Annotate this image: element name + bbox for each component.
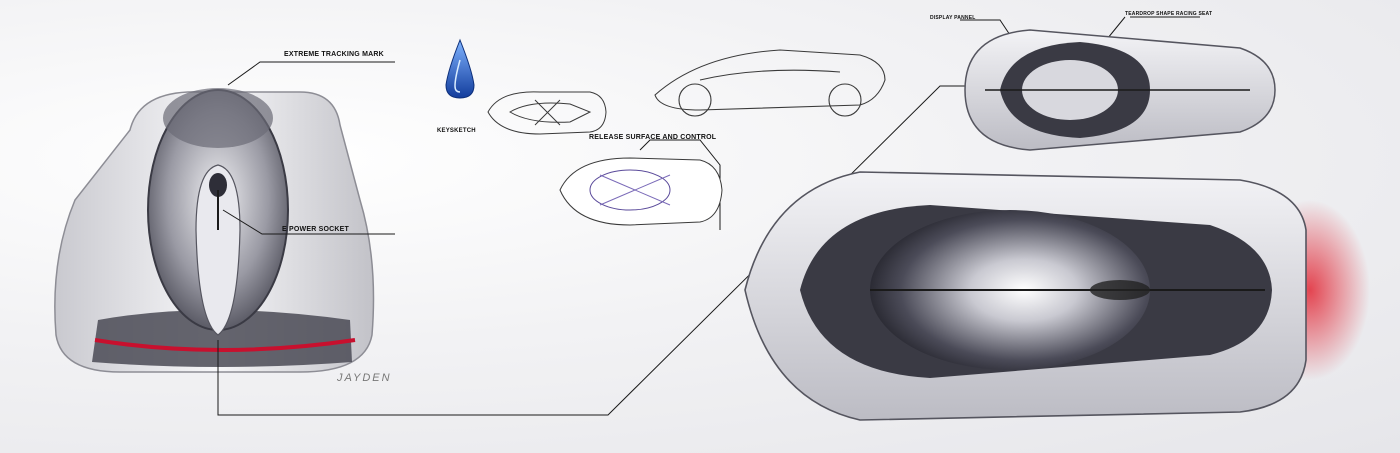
rear-view-car <box>54 88 375 373</box>
label-keysketch: KEYSKETCH <box>437 128 476 134</box>
keysketch-droplet-logo <box>445 38 475 99</box>
release-surface-sketch <box>559 157 723 226</box>
side-view-sketch <box>654 49 886 117</box>
label-e-power-socket: E POWER SOCKET <box>282 226 349 233</box>
top-view-small-car <box>964 29 1276 151</box>
label-release-surface: RELEASE SURFACE AND CONTROL <box>589 134 717 141</box>
keysketch-top-view <box>487 91 607 135</box>
artist-signature: JAYDEN <box>337 372 392 384</box>
top-view-main-car <box>744 171 1370 421</box>
label-display-pannel: DISPLAY PANNEL <box>930 15 976 21</box>
label-extreme-tracking-mark: EXTREME TRACKING MARK <box>284 51 384 58</box>
label-teardrop-seat: TEARDROP SHAPE RACING SEAT <box>1125 11 1213 17</box>
